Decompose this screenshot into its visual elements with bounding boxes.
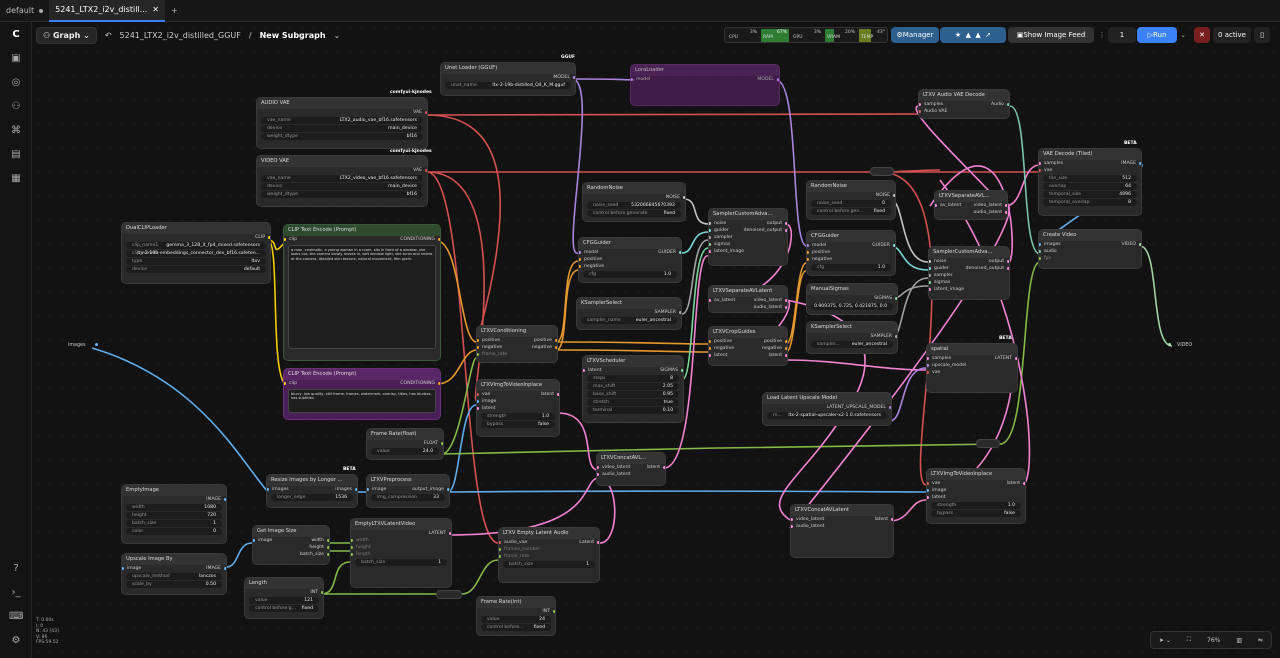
queue-status[interactable]: 0 active bbox=[1213, 27, 1251, 43]
manager-button[interactable]: ⚙ Manager bbox=[891, 27, 939, 43]
templates-icon[interactable]: ▦ bbox=[11, 173, 21, 184]
image-icon: ▣ bbox=[1016, 31, 1024, 39]
graph-icon[interactable]: ⌘ bbox=[11, 125, 21, 136]
graph-menu-button[interactable]: ⚇ Graph ⌄ bbox=[36, 26, 97, 44]
graph-icon: ⚇ bbox=[43, 30, 53, 40]
tab-workflow[interactable]: 5241_LTX2_i2v_distill...✕ bbox=[49, 0, 165, 22]
reroute-node-3[interactable] bbox=[436, 590, 462, 599]
panel-toggle-icon[interactable]: ▯ bbox=[1254, 27, 1270, 43]
close-icon[interactable]: ✕ bbox=[152, 5, 159, 14]
keyboard-icon[interactable]: ⌨ bbox=[9, 611, 24, 622]
drag-handle-icon[interactable]: ⋮ bbox=[1098, 31, 1106, 39]
reroute-node-1[interactable] bbox=[870, 167, 894, 176]
canvas-controls: ➤ ⌄ ⛶ 76% ▥ ⇋ bbox=[1150, 631, 1272, 649]
terminal-icon[interactable]: ›_ bbox=[11, 587, 21, 598]
node-load-latent-upscale-model[interactable]: Load Latent Upscale Model LATENT_UPSCALE… bbox=[762, 392, 892, 426]
canvas-stats: T: 0.00s I: 0 N: 43 [43] V: 86 FPS:59.52 bbox=[36, 618, 59, 645]
tab-default[interactable]: default bbox=[0, 0, 49, 22]
show-image-feed-button[interactable]: ▣ Show Image Feed bbox=[1008, 27, 1094, 43]
play-icon: ▷ bbox=[1147, 31, 1153, 39]
help-icon[interactable]: ? bbox=[13, 563, 19, 574]
negative-prompt-textarea[interactable]: blurry, low quality, still frame, frames… bbox=[288, 389, 436, 413]
image-icon[interactable]: ▣ bbox=[11, 53, 21, 64]
graph-header: ⚇ Graph ⌄ ↶ 5241_LTX2_i2v_distilled_GGUF… bbox=[36, 25, 340, 45]
select-tool-icon[interactable]: ➤ ⌄ bbox=[1158, 636, 1171, 644]
workflow-icon[interactable]: ▤ bbox=[11, 149, 21, 160]
run-options-icon[interactable]: ⌄ bbox=[1180, 31, 1186, 39]
new-tab-button[interactable]: + bbox=[170, 6, 178, 15]
zoom-level[interactable]: 76% bbox=[1207, 636, 1221, 644]
positive-prompt-textarea[interactable]: a man, cinematic, a young woman in a roo… bbox=[288, 245, 436, 349]
tab-bar: default 5241_LTX2_i2v_distill...✕ + bbox=[0, 0, 1280, 22]
fit-view-icon[interactable]: ⛶ bbox=[1186, 636, 1192, 643]
reroute-node-2[interactable] bbox=[976, 439, 1000, 448]
batch-count-input[interactable]: 1 bbox=[1108, 27, 1136, 43]
nodes-icon[interactable]: ⚇ bbox=[11, 101, 21, 112]
chevron-down-icon[interactable]: ⌄ bbox=[333, 30, 341, 40]
resource-monitor: CPU 3% RAM 67% GPU 3% VRAM 20% TEMP 43° bbox=[724, 27, 888, 43]
sidebar: C ▣ ◎ ⚇ ⌘ ▤ ▦ ? ›_ ⌨ ⚙ bbox=[0, 22, 32, 658]
subgraph-output-video[interactable]: VIDEO bbox=[1168, 343, 1192, 348]
models-icon[interactable]: ◎ bbox=[11, 77, 21, 88]
puzzle-icon: ⚙ bbox=[896, 31, 903, 39]
cancel-button[interactable]: ✕ bbox=[1194, 27, 1210, 43]
link-visibility-icon[interactable]: ⇋ bbox=[1257, 636, 1263, 644]
workflow-title: 5241_LTX2_i2v_distilled_GGUF bbox=[119, 30, 241, 40]
settings-icon[interactable]: ⚙ bbox=[11, 635, 21, 646]
quick-actions[interactable]: ★ ▲ ▲ ➚ bbox=[940, 27, 1006, 43]
comfy-logo-icon[interactable]: C bbox=[12, 29, 20, 40]
node-manual-sigmas[interactable]: ManualSigmas SIGMAS 0.909375, 0.725, 0.4… bbox=[806, 283, 898, 315]
subgraph-input-images[interactable]: images bbox=[68, 343, 99, 348]
minimap-icon[interactable]: ▥ bbox=[1236, 636, 1243, 644]
back-icon[interactable]: ↶ bbox=[104, 30, 112, 40]
node-ksampler-select-2[interactable]: KSamplerSelect SAMPLER sampler...euler_a… bbox=[806, 321, 898, 354]
subgraph-title[interactable]: New Subgraph bbox=[259, 30, 326, 40]
node-empty-ltxv-latent-video[interactable]: EmptyLTXVLatentVideo LATENT width height… bbox=[350, 518, 452, 588]
run-button[interactable]: ▷ Run bbox=[1137, 27, 1177, 43]
